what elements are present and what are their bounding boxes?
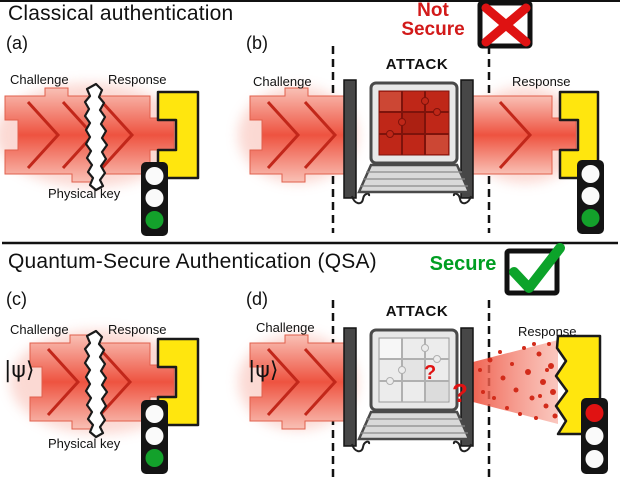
checkmark-icon: [504, 243, 565, 296]
laptop-icon-d: [351, 328, 472, 453]
response-label-b: Response: [512, 74, 571, 89]
panel-label-d: (d): [246, 289, 268, 309]
not-secure-label: Not Secure: [401, 0, 465, 40]
panel-a-graphics: [0, 82, 200, 236]
question-mark-side: ?: [452, 378, 468, 408]
response-lock-icon-c: [156, 337, 200, 427]
classical-title: Classical authentication: [8, 2, 234, 25]
traffic-light-icon-a: [141, 162, 168, 236]
challenge-arrow-d: [249, 334, 345, 430]
panel-label-a: (a): [6, 33, 28, 53]
challenge-label-b: Challenge: [253, 74, 312, 89]
panel-c-graphics: [10, 329, 200, 474]
physical-key-caption-c: Physical key: [48, 436, 121, 451]
question-mark-screen: ?: [424, 362, 437, 384]
response-label-d: Response: [518, 324, 577, 339]
panel-label-b: (b): [246, 33, 268, 53]
panel-d-graphics: [238, 300, 608, 478]
response-speckle-spray-d: [473, 340, 558, 424]
response-lock-icon-b: [558, 90, 600, 180]
panel-label-c: (c): [6, 289, 27, 309]
challenge-label-c: Challenge: [10, 322, 69, 337]
physical-key-icon-a: [83, 82, 109, 192]
challenge-arrow-b: [249, 87, 345, 183]
laptop-icon-b: [351, 81, 472, 205]
qsa-title: Quantum-Secure Authentication (QSA): [8, 250, 377, 273]
psi-state-label-c: |ψ⟩: [4, 358, 35, 383]
physical-key-icon-c: [83, 329, 109, 439]
detector-bar-b-left: [343, 79, 357, 199]
secure-label: Secure: [429, 253, 497, 275]
psi-state-label-d: |ψ⟩: [248, 358, 279, 383]
detector-bar-d-right: [460, 327, 474, 447]
traffic-light-icon-b: [577, 160, 604, 234]
traffic-light-icon-d: [581, 398, 608, 474]
response-label-a: Response: [108, 72, 167, 87]
x-mark-icon: [477, 0, 533, 49]
attack-label-b: ATTACK: [385, 56, 449, 73]
detector-bar-b-right: [460, 79, 474, 199]
response-lock-icon-a: [156, 90, 200, 180]
attack-label-d: ATTACK: [385, 303, 449, 320]
traffic-light-icon-c: [141, 400, 168, 474]
detector-bar-d-left: [343, 327, 357, 447]
challenge-label-d: Challenge: [256, 320, 315, 335]
challenge-label-a: Challenge: [10, 72, 69, 87]
physical-key-caption-a: Physical key: [48, 186, 121, 201]
panel-b-graphics: [238, 46, 604, 234]
response-label-c: Response: [108, 322, 167, 337]
